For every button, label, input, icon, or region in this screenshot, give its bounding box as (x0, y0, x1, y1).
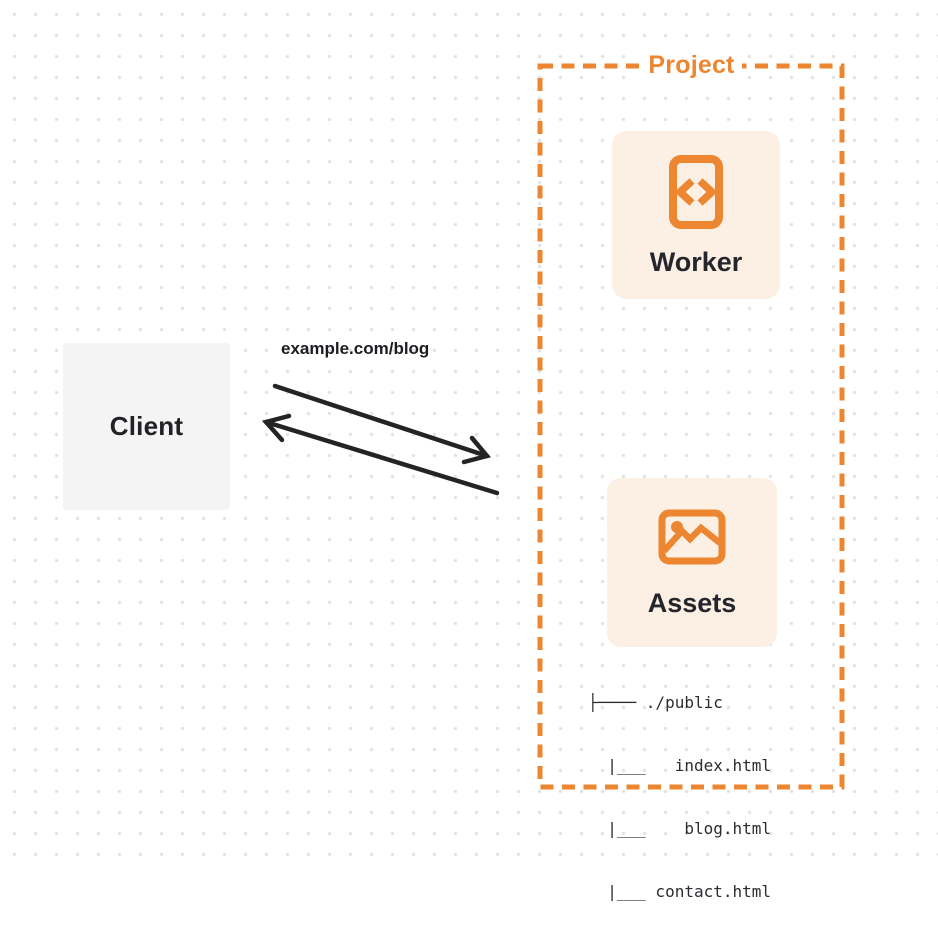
assets-card: Assets (607, 478, 777, 647)
response-arrow (261, 413, 500, 496)
assets-label: Assets (647, 588, 737, 618)
project-title: Project (641, 51, 742, 80)
worker-card: Worker (612, 131, 780, 299)
request-arrow (272, 383, 491, 465)
project-title-row: Project (540, 51, 843, 80)
client-box: Client (63, 343, 230, 510)
code-file-icon (669, 154, 723, 229)
file-tree-line-public: ├──── ./public (588, 693, 723, 712)
file-tree-line-contact: |___ contact.html (588, 882, 772, 901)
file-tree: ├──── ./public |___ index.html |___ blog… (588, 650, 771, 944)
file-tree-line-index: |___ index.html (588, 756, 772, 775)
worker-label: Worker (649, 246, 743, 277)
request-url-label: example.com/blog (281, 339, 430, 358)
client-label: Client (109, 411, 184, 441)
file-tree-line-blog: |___ blog.html (588, 819, 772, 838)
diagram-canvas: Client example.com/blog Project Worker A… (0, 0, 938, 901)
image-icon (658, 509, 726, 565)
